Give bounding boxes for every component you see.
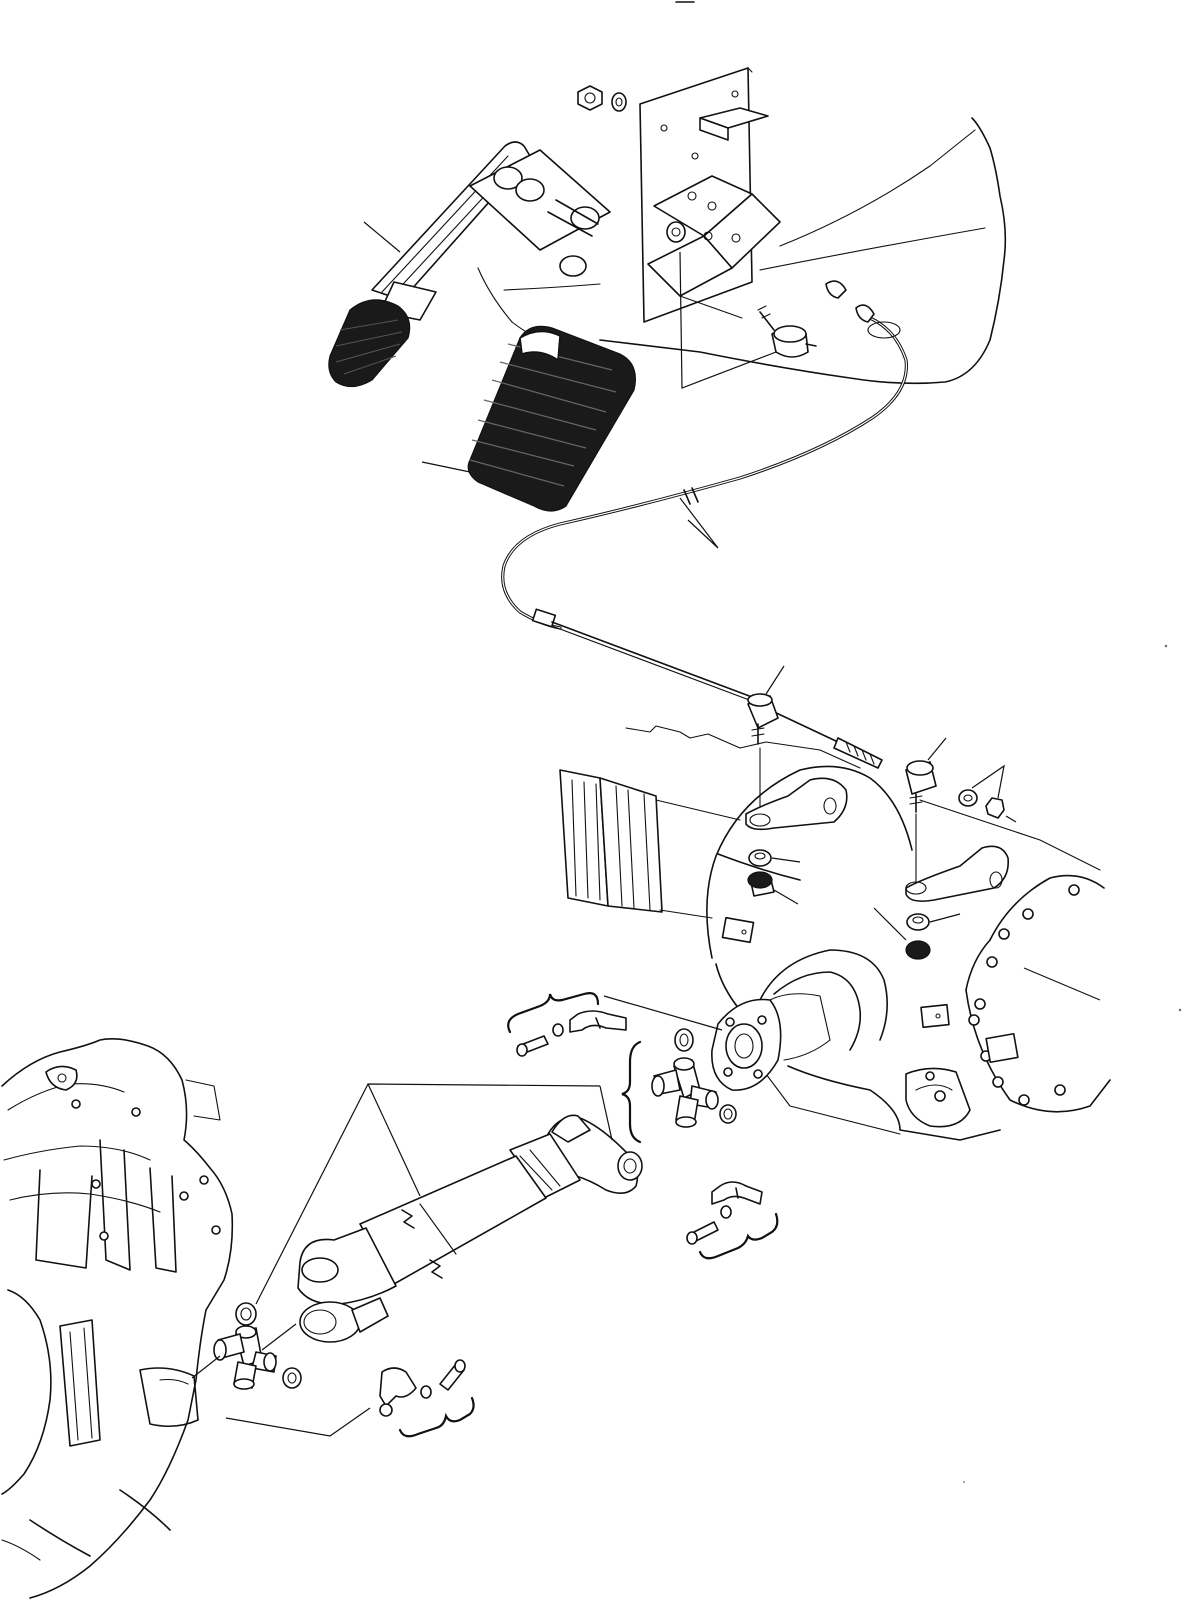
strap-kit-lower-right <box>686 1181 779 1260</box>
cab-floor-outline <box>477 117 1007 385</box>
strap-kit-lower <box>225 1359 475 1438</box>
brake-switch <box>679 251 817 389</box>
nut-bracket <box>666 221 686 243</box>
strap-kit-upper <box>507 992 627 1057</box>
nuts-right <box>958 764 1017 823</box>
pedal-mounting-plate <box>639 67 781 323</box>
nut-upper <box>577 85 627 112</box>
throttle-cable <box>501 280 908 769</box>
axle-housing <box>559 725 1111 1141</box>
stray-marks <box>963 644 1182 1483</box>
transmission-housing <box>1 1038 234 1599</box>
universal-joint-upper <box>621 1028 737 1144</box>
accelerator-pedal <box>421 325 636 512</box>
clevis-right <box>905 737 947 885</box>
drive-shaft <box>255 1083 643 1343</box>
parking-brake-lever <box>328 141 611 388</box>
universal-joint-lower <box>191 1302 302 1390</box>
flange-bolts <box>968 884 1080 1106</box>
clevis-left <box>747 665 785 817</box>
